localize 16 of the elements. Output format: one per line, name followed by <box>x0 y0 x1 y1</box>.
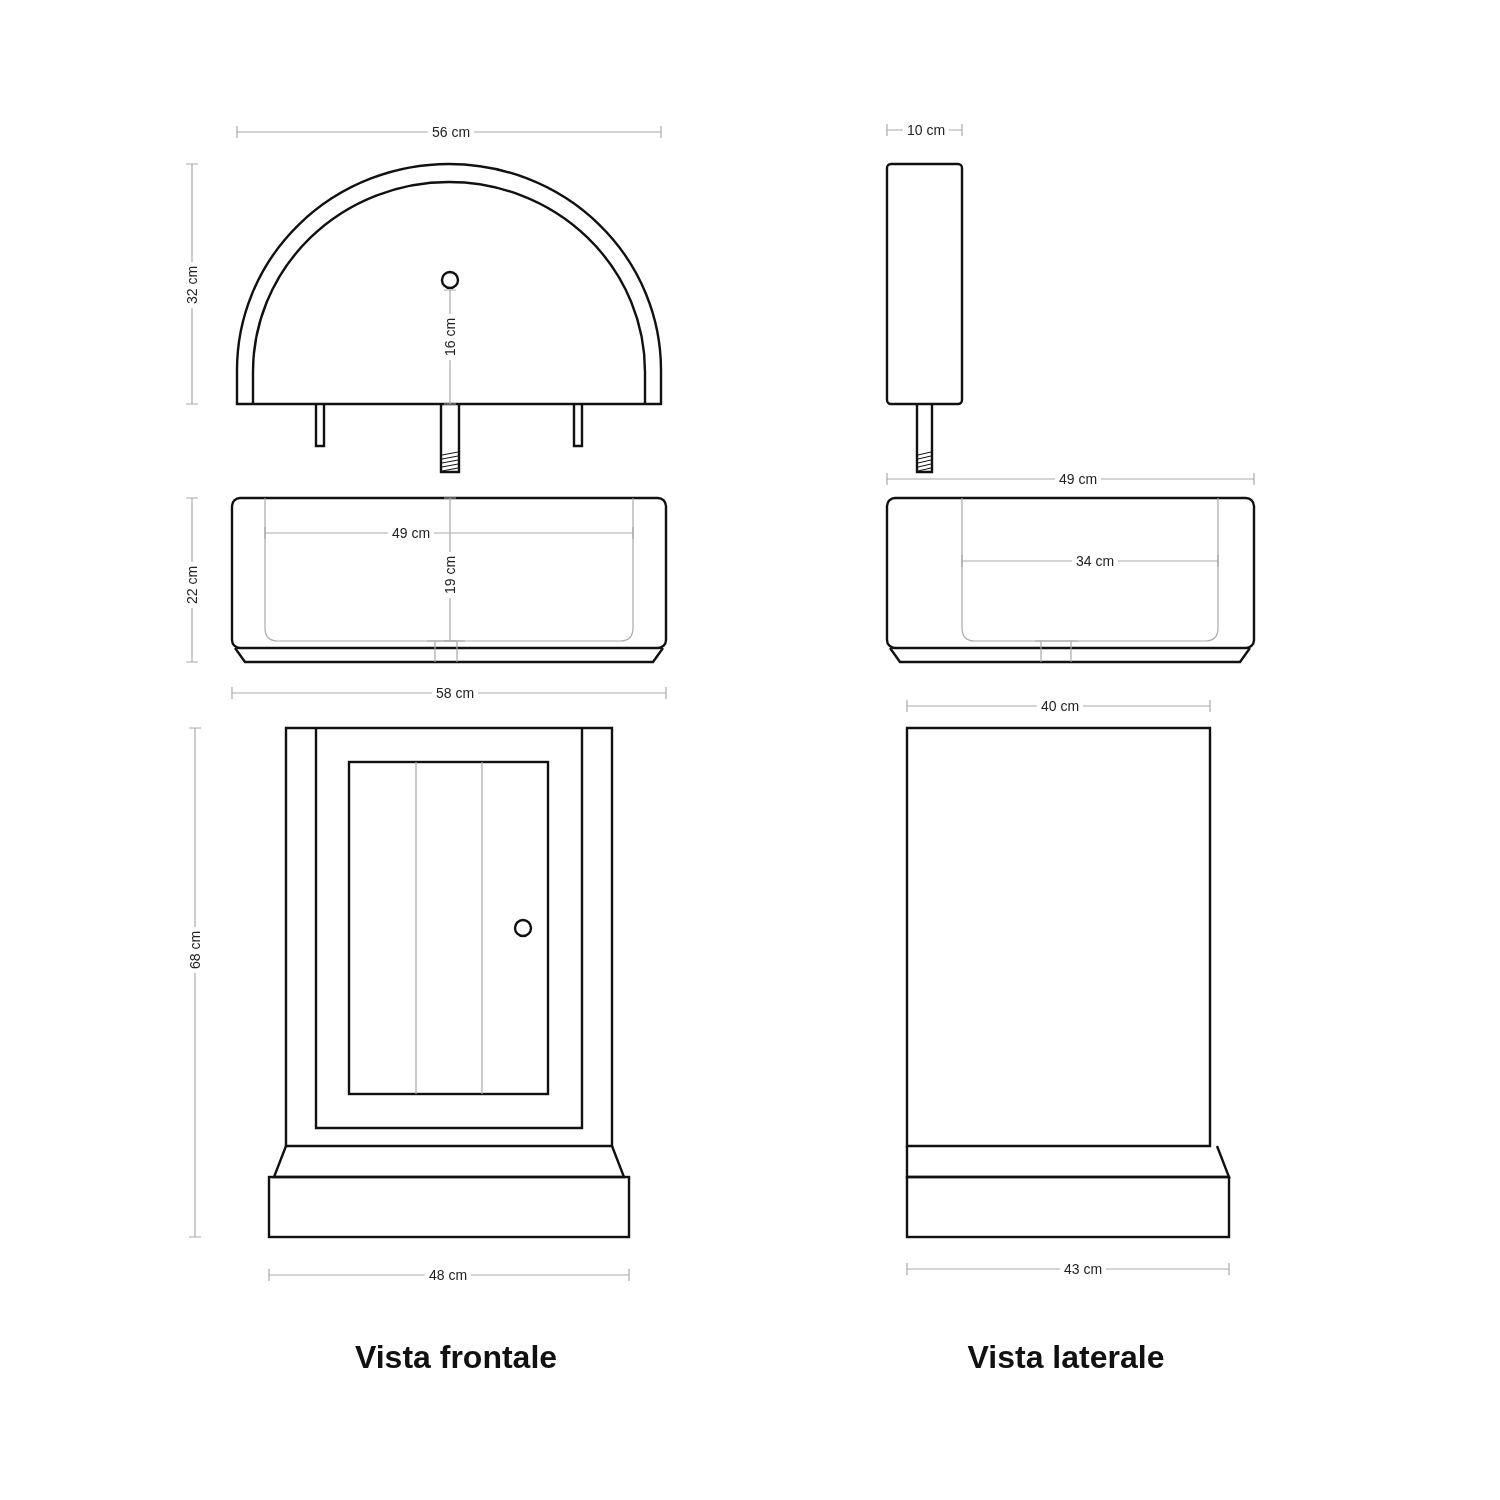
view-title: Vista frontale <box>354 1338 558 1376</box>
dimension-label: 58 cm <box>431 685 479 701</box>
dimension-label: 34 cm <box>1071 553 1119 569</box>
dimension-label: 16 cm <box>442 313 458 361</box>
dimension-label: 68 cm <box>187 926 203 974</box>
dimension-label: 10 cm <box>902 122 950 138</box>
dimension-label: 32 cm <box>184 261 200 309</box>
dimension-label: 43 cm <box>1059 1261 1107 1277</box>
dimension-label: 22 cm <box>184 561 200 609</box>
view-title: Vista laterale <box>967 1338 1165 1376</box>
dimension-label: 49 cm <box>387 525 435 541</box>
dimension-label: 48 cm <box>424 1267 472 1283</box>
dimension-label: 19 cm <box>442 551 458 599</box>
dimension-label: 40 cm <box>1036 698 1084 714</box>
dimension-label: 56 cm <box>427 124 475 140</box>
dimension-label: 49 cm <box>1054 471 1102 487</box>
